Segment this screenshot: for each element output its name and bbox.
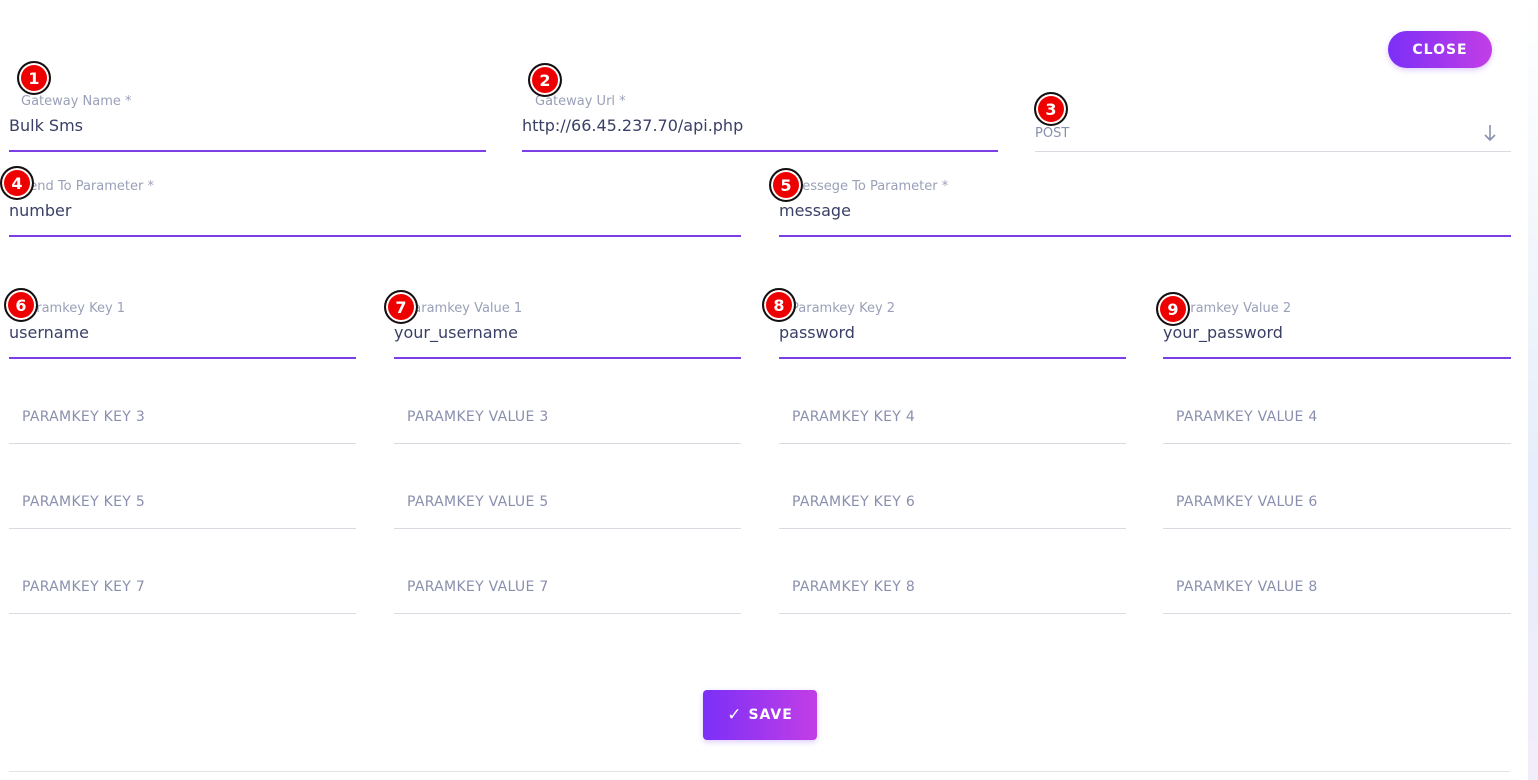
gateway-name-field[interactable]: Gateway Name * Bulk Sms <box>9 94 486 154</box>
param-key-6-placeholder: PARAMKEY KEY 6 <box>792 494 916 510</box>
param-key-6-underline <box>779 528 1126 529</box>
param-value-1-underline <box>394 357 741 359</box>
param-key-5-placeholder: PARAMKEY KEY 5 <box>22 494 146 510</box>
param-key-2-field[interactable]: Paramkey Key 2 password <box>779 301 1126 361</box>
param-value-6-placeholder: PARAMKEY VALUE 6 <box>1176 494 1318 510</box>
param-key-8-input[interactable]: PARAMKEY KEY 8 <box>779 578 1126 616</box>
param-key-2-underline <box>779 357 1126 359</box>
param-key-5-input[interactable]: PARAMKEY KEY 5 <box>9 493 356 531</box>
param-value-1-label: Paramkey Value 1 <box>406 301 523 316</box>
param-value-6-underline <box>1163 528 1511 529</box>
message-to-parameter-field[interactable]: Messege To Parameter * message <box>779 179 1511 239</box>
param-key-1-label: Paramkey Key 1 <box>21 301 126 316</box>
param-value-8-input[interactable]: PARAMKEY VALUE 8 <box>1163 578 1511 616</box>
param-key-4-underline <box>779 443 1126 444</box>
param-value-8-placeholder: PARAMKEY VALUE 8 <box>1176 579 1318 595</box>
param-key-3-input[interactable]: PARAMKEY KEY 3 <box>9 408 356 446</box>
param-key-8-placeholder: PARAMKEY KEY 8 <box>792 579 916 595</box>
param-key-7-underline <box>9 613 356 614</box>
send-to-parameter-value: number <box>9 201 72 220</box>
close-button[interactable]: CLOSE <box>1388 31 1492 68</box>
param-key-4-input[interactable]: PARAMKEY KEY 4 <box>779 408 1126 446</box>
send-to-parameter-label: Send To Parameter * <box>21 179 154 194</box>
param-value-1-value: your_username <box>394 323 518 342</box>
param-value-3-placeholder: PARAMKEY VALUE 3 <box>407 409 549 425</box>
scrollbar[interactable] <box>1528 0 1538 780</box>
param-value-3-input[interactable]: PARAMKEY VALUE 3 <box>394 408 741 446</box>
param-value-7-underline <box>394 613 741 614</box>
param-key-1-field[interactable]: Paramkey Key 1 username <box>9 301 356 361</box>
param-key-7-input[interactable]: PARAMKEY KEY 7 <box>9 578 356 616</box>
param-value-5-placeholder: PARAMKEY VALUE 5 <box>407 494 549 510</box>
save-button[interactable]: ✓ SAVE <box>703 690 817 740</box>
param-value-5-underline <box>394 528 741 529</box>
gateway-url-field[interactable]: Gateway Url * http://66.45.237.70/api.ph… <box>522 94 998 154</box>
param-key-2-label: Paramkey Key 2 <box>791 301 896 316</box>
arrow-down-icon <box>1484 125 1496 142</box>
message-to-parameter-underline <box>779 235 1511 237</box>
param-value-7-placeholder: PARAMKEY VALUE 7 <box>407 579 549 595</box>
method-underline <box>1035 151 1511 152</box>
marker-6: 6 <box>4 288 38 322</box>
param-value-7-input[interactable]: PARAMKEY VALUE 7 <box>394 578 741 616</box>
param-value-3-underline <box>394 443 741 444</box>
param-value-4-underline <box>1163 443 1511 444</box>
marker-3: 3 <box>1034 92 1068 126</box>
marker-7: 7 <box>384 290 418 324</box>
check-icon: ✓ <box>727 705 743 725</box>
marker-5: 5 <box>769 168 803 202</box>
send-to-parameter-underline <box>9 235 741 237</box>
param-value-6-input[interactable]: PARAMKEY VALUE 6 <box>1163 493 1511 531</box>
message-to-parameter-label: Messege To Parameter * <box>791 179 949 194</box>
method-select[interactable]: POST <box>1035 120 1511 154</box>
param-value-2-field[interactable]: Paramkey Value 2 your_password <box>1163 301 1511 361</box>
param-key-7-placeholder: PARAMKEY KEY 7 <box>22 579 146 595</box>
save-label: SAVE <box>748 707 793 723</box>
param-value-8-underline <box>1163 613 1511 614</box>
param-value-2-label: Paramkey Value 2 <box>1175 301 1292 316</box>
param-key-3-placeholder: PARAMKEY KEY 3 <box>22 409 146 425</box>
gateway-url-label: Gateway Url * <box>535 94 626 109</box>
marker-4: 4 <box>0 166 34 200</box>
gateway-name-label: Gateway Name * <box>21 94 132 109</box>
param-value-2-underline <box>1163 357 1511 359</box>
param-key-4-placeholder: PARAMKEY KEY 4 <box>792 409 916 425</box>
param-key-8-underline <box>779 613 1126 614</box>
send-to-parameter-field[interactable]: Send To Parameter * number <box>9 179 741 239</box>
param-value-5-input[interactable]: PARAMKEY VALUE 5 <box>394 493 741 531</box>
param-key-5-underline <box>9 528 356 529</box>
param-value-2-value: your_password <box>1163 323 1283 342</box>
marker-8: 8 <box>762 288 796 322</box>
marker-9: 9 <box>1156 292 1190 326</box>
message-to-parameter-value: message <box>779 201 851 220</box>
param-value-4-placeholder: PARAMKEY VALUE 4 <box>1176 409 1318 425</box>
gateway-url-underline <box>522 150 998 152</box>
marker-1: 1 <box>17 61 51 95</box>
gateway-name-value: Bulk Sms <box>9 116 83 135</box>
gateway-name-underline <box>9 150 486 152</box>
param-key-1-underline <box>9 357 356 359</box>
footer-divider <box>9 771 1510 772</box>
param-value-4-input[interactable]: PARAMKEY VALUE 4 <box>1163 408 1511 446</box>
param-key-1-value: username <box>9 323 89 342</box>
param-key-3-underline <box>9 443 356 444</box>
param-key-6-input[interactable]: PARAMKEY KEY 6 <box>779 493 1126 531</box>
param-value-1-field[interactable]: Paramkey Value 1 your_username <box>394 301 741 361</box>
gateway-url-value: http://66.45.237.70/api.php <box>522 116 744 135</box>
marker-2: 2 <box>528 63 562 97</box>
param-key-2-value: password <box>779 323 855 342</box>
method-value: POST <box>1035 126 1070 141</box>
